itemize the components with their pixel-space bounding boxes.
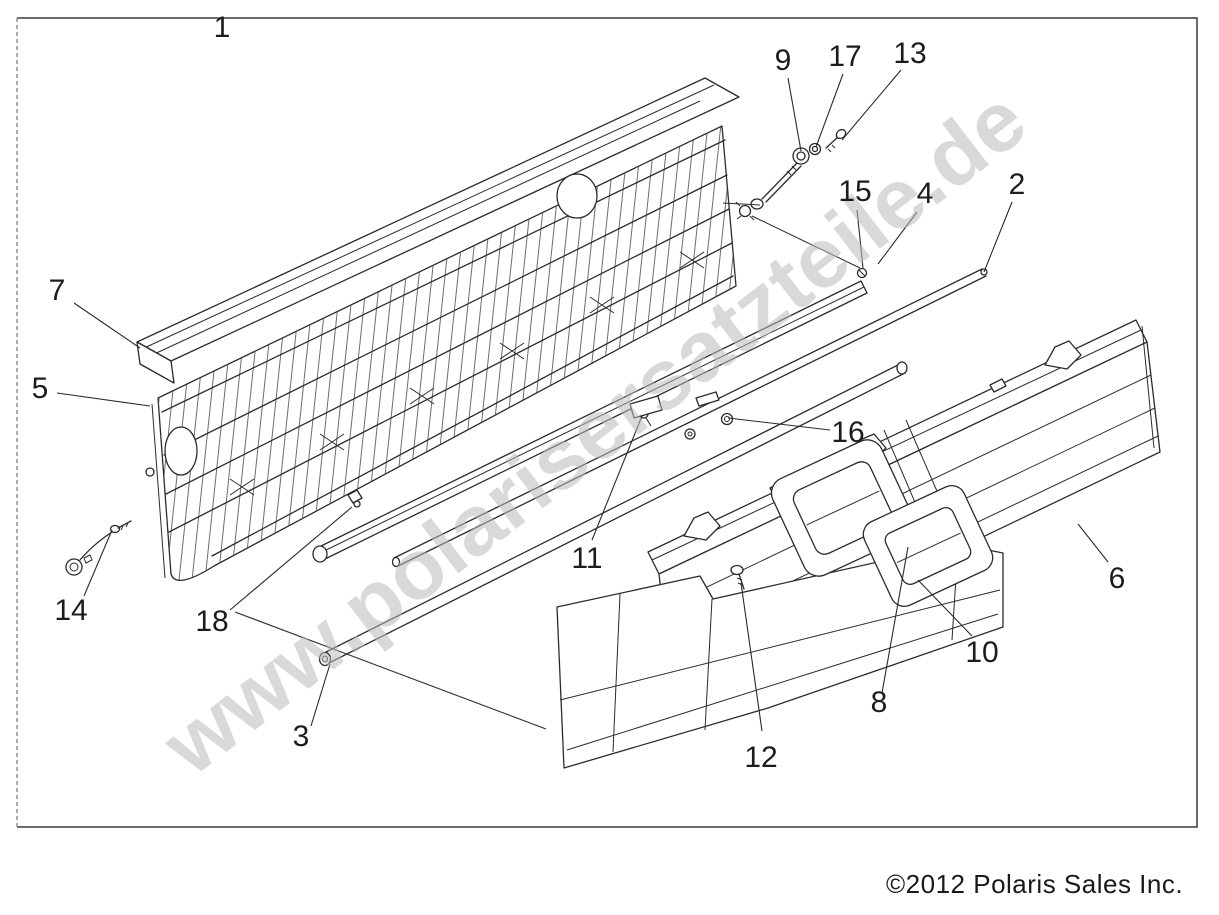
- panel-peg: [145, 467, 155, 477]
- hinge-linkage-hardware: [722, 128, 861, 269]
- callout-5: 5: [32, 372, 49, 405]
- latch-plate: [695, 391, 720, 407]
- callout-17: 17: [828, 40, 861, 73]
- hinge-bracket: [1044, 340, 1082, 370]
- callout-4: 4: [917, 177, 934, 210]
- panel-hole-left: [164, 426, 198, 476]
- callout-1: 1: [214, 11, 231, 44]
- diagram-border: [16, 17, 1198, 828]
- part-stat-rod: [312, 267, 868, 563]
- part-cable-14: [65, 520, 132, 576]
- washer-16: [720, 412, 734, 426]
- cross-brace-ribs: [229, 251, 705, 496]
- callout-12: 12: [744, 741, 777, 774]
- callout-11: 11: [571, 542, 602, 575]
- washer-17: [808, 142, 822, 156]
- hinge-bracket: [683, 511, 721, 541]
- retainer-clip: [738, 204, 752, 218]
- clevis-end: [750, 198, 764, 210]
- callout-leader-lines: [56, 69, 1109, 732]
- callout-18: 18: [195, 605, 228, 638]
- callout-16: 16: [831, 416, 864, 449]
- part-latch-rod: [391, 268, 988, 568]
- panel-hole-right: [556, 173, 598, 219]
- callout-8: 8: [871, 686, 888, 719]
- callout-2: 2: [1009, 168, 1026, 201]
- callout-14: 14: [54, 594, 87, 627]
- part-latch-bezel-lower: [862, 485, 994, 607]
- screw-13: [825, 128, 847, 153]
- part-support-tube: [318, 361, 908, 667]
- callout-13: 13: [893, 37, 926, 70]
- screw-12: [730, 564, 745, 590]
- callout-3: 3: [293, 720, 310, 753]
- copyright-notice: ©2012 Polaris Sales Inc.: [886, 869, 1183, 899]
- callout-7: 7: [49, 274, 66, 307]
- part-inner-panel: [145, 125, 737, 582]
- callout-6: 6: [1109, 562, 1126, 595]
- tailgate-assembly-drawing: [65, 77, 1161, 769]
- callout-15: 15: [838, 175, 871, 208]
- washer-small: [684, 428, 696, 440]
- part-top-rail: [136, 77, 740, 384]
- callout-10: 10: [965, 636, 998, 669]
- fasteners-mid: [629, 391, 745, 590]
- callout-9: 9: [775, 44, 792, 77]
- cable-hook: [347, 489, 363, 504]
